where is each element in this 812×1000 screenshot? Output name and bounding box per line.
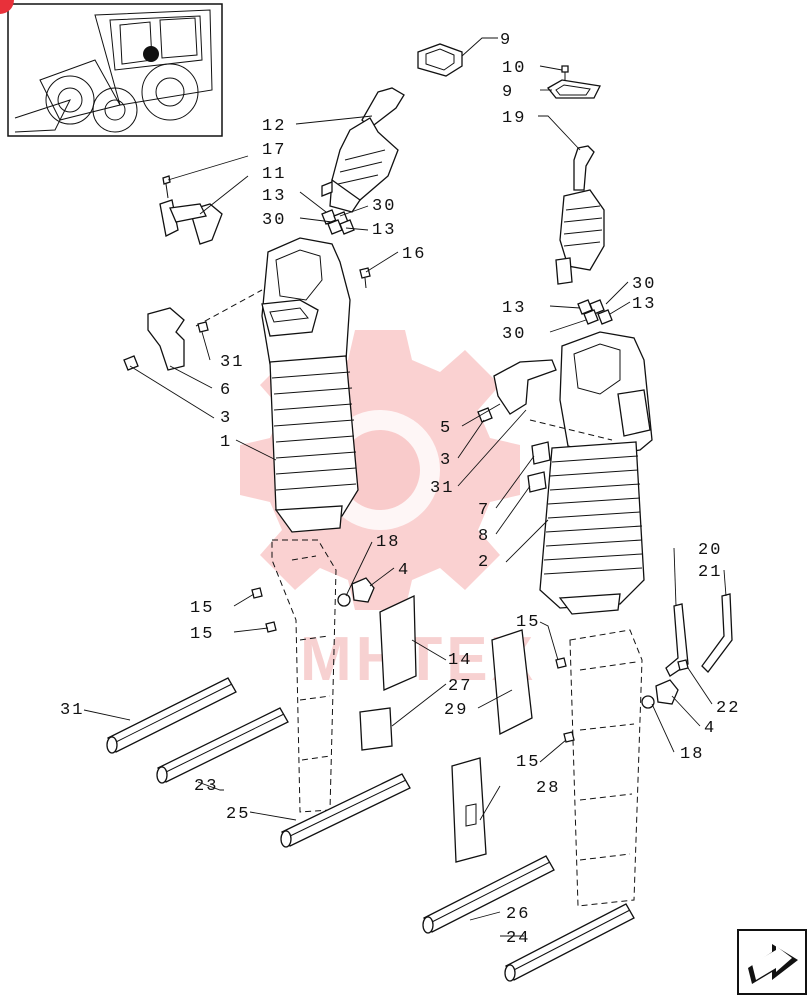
label-1: 1: [220, 433, 232, 452]
label-26: 26: [506, 905, 530, 924]
label-13c: 13: [502, 299, 526, 318]
part-3-right-screw: [477, 407, 493, 423]
label-7: 7: [478, 501, 490, 520]
label-12: 12: [262, 117, 286, 136]
label-8: 8: [478, 527, 490, 546]
label-18a: 18: [376, 533, 400, 552]
label-10: 10: [502, 59, 526, 78]
label-30c: 30: [632, 275, 656, 294]
label-15b: 15: [190, 625, 214, 644]
label-31a: 31: [220, 353, 244, 372]
part-1-left-console: [261, 237, 359, 533]
part-9-gasket-top: [417, 43, 463, 77]
label-13b: 13: [372, 221, 396, 240]
right-support-frame: [569, 629, 643, 907]
label-27: 27: [448, 677, 472, 696]
label-18b: 18: [680, 745, 704, 764]
part-31-roller: [106, 677, 237, 754]
leader-lines: [83, 37, 727, 937]
label-3b: 3: [440, 451, 452, 470]
machine-thumbnail: [0, 0, 223, 137]
label-30d: 30: [502, 325, 526, 344]
part-20-21-rods: [665, 593, 733, 677]
part-14-panel: [379, 594, 417, 691]
label-24: 24: [506, 929, 530, 948]
callout-labels: 9 10 9 19 12 17 11 13 30 30 13 16 30 13 …: [60, 31, 740, 948]
label-28: 28: [536, 779, 560, 798]
label-15c: 15: [516, 613, 540, 632]
label-9b: 9: [502, 83, 514, 102]
label-23: 23: [194, 777, 218, 796]
part-12-left-joystick: [321, 87, 405, 213]
left-support-frame: [271, 539, 337, 813]
part-28-panel: [451, 757, 487, 863]
label-4a: 4: [398, 561, 410, 580]
label-11: 11: [262, 165, 286, 184]
label-5: 5: [440, 419, 452, 438]
part-18-washer-right: [641, 695, 655, 709]
part-4-bumper-left: [351, 577, 375, 603]
part-13-30-clips-left: [321, 209, 355, 235]
label-17: 17: [262, 141, 286, 160]
part-25-roller: [280, 773, 411, 848]
part-11-bracket: [159, 199, 223, 245]
next-page-button[interactable]: [737, 929, 807, 995]
label-4b: 4: [704, 719, 716, 738]
label-13a: 13: [262, 187, 286, 206]
label-21: 21: [698, 563, 722, 582]
part-23-roller: [156, 707, 289, 784]
label-25: 25: [226, 805, 250, 824]
label-2: 2: [478, 553, 490, 572]
part-2-right-console: [539, 331, 653, 615]
label-22: 22: [716, 699, 740, 718]
label-31c: 31: [60, 701, 84, 720]
label-15a: 15: [190, 599, 214, 618]
label-14: 14: [448, 651, 472, 670]
part-15-screws-left: [251, 587, 277, 633]
label-30a: 30: [372, 197, 396, 216]
label-13d: 13: [632, 295, 656, 314]
label-31b: 31: [430, 479, 454, 498]
part-19-right-joystick: [555, 145, 605, 285]
label-29: 29: [444, 701, 468, 720]
part-8-switch: [527, 471, 547, 493]
label-16: 16: [402, 245, 426, 264]
part-7-switch: [531, 441, 551, 465]
left-console-centerline: [195, 289, 263, 327]
part-24-roller: [504, 903, 635, 982]
label-30b: 30: [262, 211, 286, 230]
label-3a: 3: [220, 409, 232, 428]
corner-badge: [0, 0, 14, 14]
part-18-washer-left: [337, 593, 351, 607]
part-9-gasket-right: [547, 79, 601, 99]
right-console-centerline: [529, 419, 613, 441]
part-22-screw: [677, 659, 689, 671]
part-13-30-clips-right: [577, 299, 613, 325]
part-26-roller: [422, 855, 555, 934]
part-4-bumper-right: [655, 679, 679, 705]
part-29-panel: [491, 629, 533, 736]
label-15d: 15: [516, 753, 540, 772]
part-31-left-clip: [197, 321, 209, 333]
label-19: 19: [502, 109, 526, 128]
part-15-screws-right: [555, 657, 575, 743]
part-5-right-armrest: [493, 359, 557, 415]
location-marker: [143, 46, 159, 62]
part-3-left-screw: [123, 355, 139, 371]
arrow-next-icon: [748, 944, 798, 984]
part-16-screw: [359, 267, 371, 289]
part-6-left-armrest: [147, 307, 185, 371]
part-27-block: [359, 707, 393, 751]
label-20: 20: [698, 541, 722, 560]
label-6: 6: [220, 381, 232, 400]
label-9a: 9: [500, 31, 512, 50]
part-17-screw: [162, 175, 171, 199]
